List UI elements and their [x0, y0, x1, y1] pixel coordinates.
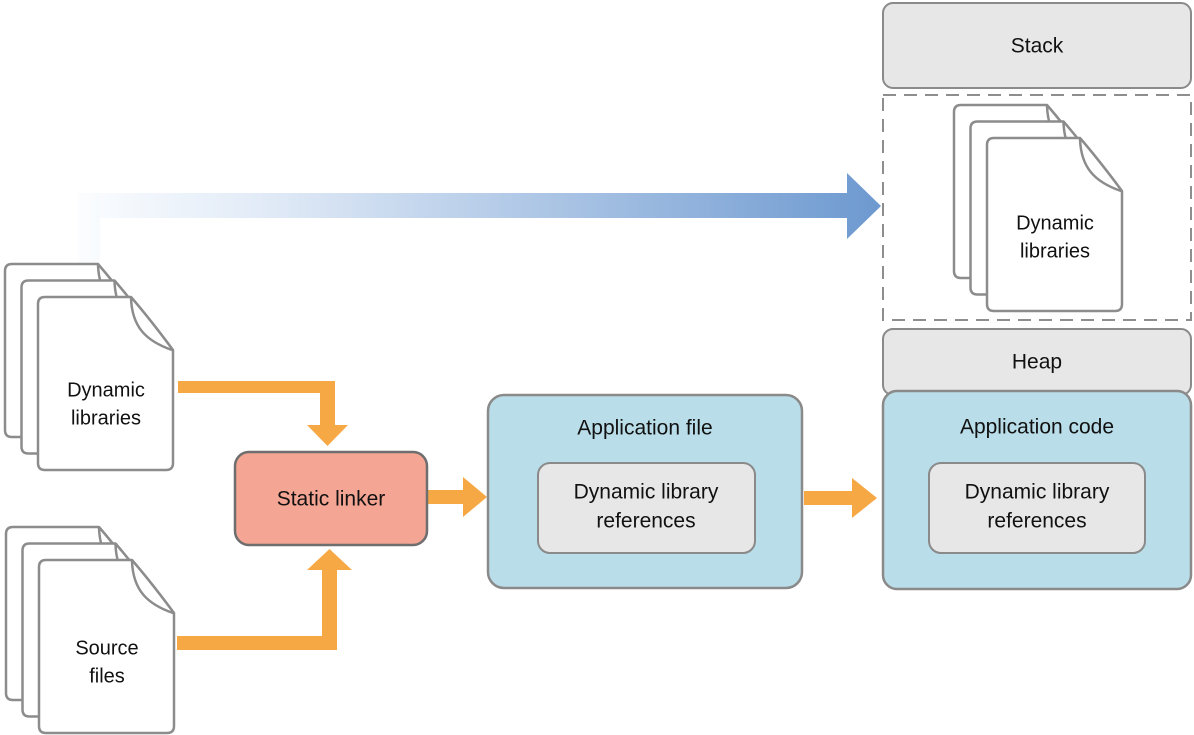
- source-files-label-line2: files: [89, 665, 125, 687]
- loaded-libraries-label-line2: libraries: [1020, 240, 1090, 262]
- static-linker-label: Static linker: [277, 488, 386, 511]
- library-references-line1: Dynamic library: [574, 481, 719, 504]
- application-file-node: Application file Dynamic library referen…: [486, 393, 804, 590]
- heap-label: Heap: [1012, 351, 1062, 374]
- loaded-libraries-region: Dynamic libraries: [882, 94, 1192, 321]
- static-linker-node: Static linker: [233, 450, 429, 547]
- loaded-libraries-label-line1: Dynamic: [1016, 212, 1094, 234]
- source-files-stack: Source files: [4, 525, 176, 735]
- sources-to-linker-arrow: [177, 549, 352, 650]
- stack-box: [882, 2, 1192, 89]
- linker-to-appfile-arrow: [428, 477, 487, 517]
- library-references-line2: references: [987, 510, 1086, 533]
- libs-to-linker-arrow: [178, 381, 348, 446]
- stack-region: Stack: [882, 2, 1192, 89]
- static-linker-box: [233, 450, 429, 547]
- appfile-to-heap-arrow: [804, 478, 877, 518]
- library-references-box: [537, 462, 756, 554]
- library-references-line1: Dynamic library: [965, 481, 1110, 504]
- dynamic-libraries-label-line1: Dynamic: [67, 379, 145, 401]
- library-references-box: [928, 462, 1146, 554]
- application-code-title: Application code: [960, 416, 1114, 439]
- stack-label: Stack: [1011, 35, 1064, 58]
- load-libraries-arrow: [78, 173, 881, 288]
- library-references-line2: references: [596, 510, 695, 533]
- application-file-title: Application file: [577, 417, 712, 440]
- heap-region: Heap Application code Dynamic library re…: [881, 328, 1193, 591]
- dynamic-libraries-stack: Dynamic libraries: [3, 262, 175, 472]
- source-files-label-line1: Source: [75, 637, 138, 659]
- dynamic-libraries-label-line2: libraries: [71, 407, 141, 429]
